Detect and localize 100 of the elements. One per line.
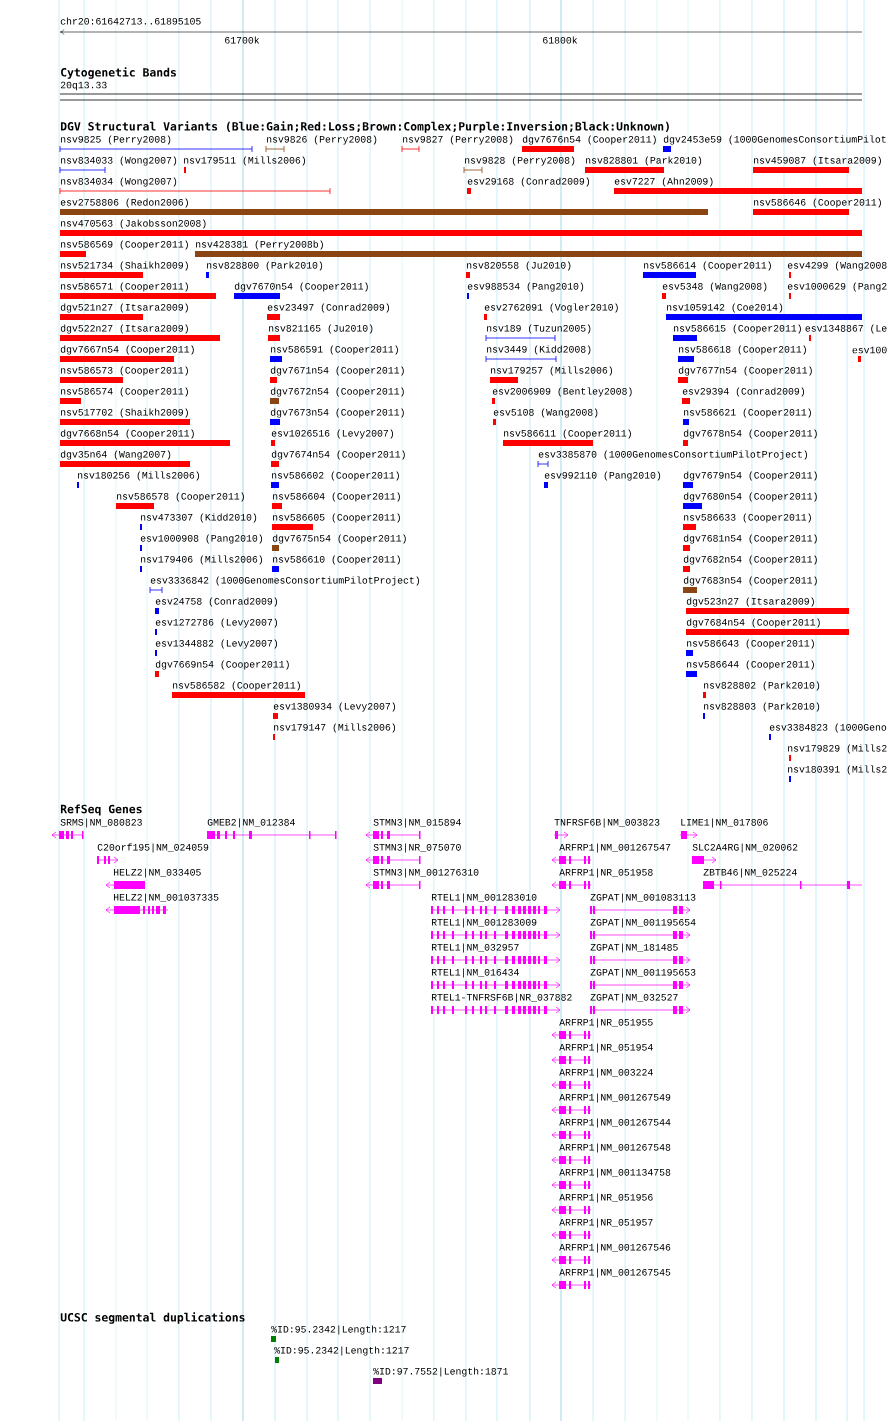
- gene-label: ARFRP1|NM_003224: [559, 1068, 653, 1078]
- variant-label: dgv7676n54 (Cooper2011): [522, 135, 656, 145]
- gene-label: SRMS|NM_080823: [60, 818, 142, 828]
- variant-label: nsv586569 (Cooper2011): [61, 240, 188, 250]
- gene-label: ARFRP1|NM_001267545: [559, 1268, 671, 1278]
- variant-label: esv29394 (Conrad2009): [682, 387, 805, 397]
- variant-label: nsv586615 (Cooper2011): [674, 324, 801, 334]
- variant-label: esv2006909 (Bentley2008): [492, 387, 632, 397]
- variant-label: dgv523n27 (Itsara2009): [686, 597, 814, 607]
- gene-label: TNFRSF6B|NM_003823: [554, 818, 660, 828]
- variant-label: esv5108 (Wang2008): [493, 408, 598, 418]
- variant-label: dgv7667n54 (Cooper2011): [60, 345, 194, 355]
- variant-label: nsv521734 (Shaikh2009): [61, 261, 188, 271]
- variant-label: nsv834034 (Wong2007): [61, 177, 177, 187]
- band-label: 20q13.33: [60, 81, 107, 91]
- gene-label: ARFRP1|NM_001267548: [559, 1143, 671, 1153]
- variant-label: esv2758806 (Redon2006): [60, 198, 188, 208]
- variant-label: nsv517702 (Shaikh2009): [61, 408, 188, 418]
- variant-label: nsv586573 (Cooper2011): [61, 366, 188, 376]
- variant-label: nsv459087 (Itsara2009): [754, 156, 881, 166]
- variant-label: nsv180391 (Mills2: [788, 765, 887, 775]
- gene-label: ARFRP1|NM_001267546: [559, 1243, 671, 1253]
- variant-label: dgv7675n54 (Cooper2011): [272, 534, 406, 544]
- variant-label: nsv9828 (Perry2008): [465, 156, 575, 166]
- variant-label: nsv586578 (Cooper2011): [117, 492, 244, 502]
- variant-label: esv1380934 (Levy2007): [273, 702, 396, 712]
- track-heading: Cytogenetic Bands: [61, 67, 176, 79]
- variant-label: nsv428381 (Perry2008b): [196, 240, 323, 250]
- gene-label: ZGPAT|NM_001195653: [590, 968, 696, 978]
- gene-label: ARFRP1|NM_001134758: [559, 1168, 671, 1178]
- variant-label: esv3336842 (1000GenomesConsortiumPilotProject): [150, 576, 420, 586]
- variant-label: nsv179147 (Mills2006): [274, 723, 396, 733]
- gene-label: GMEB2|NM_012384: [207, 818, 295, 828]
- gene-label: ARFRP1|NM_001267547: [559, 843, 671, 853]
- variant-label: esv988534 (Pang2010): [467, 282, 584, 292]
- variant-label: esv29168 (Conrad2009): [467, 177, 590, 187]
- variant-label: esv3384823 (1000Geno: [769, 723, 887, 733]
- variant-label: nsv586643 (Cooper2011): [687, 639, 814, 649]
- variant-label: nsv586614 (Cooper2011): [644, 261, 771, 271]
- gene-label: HELZ2|NM_033405: [113, 868, 201, 878]
- variant-label: nsv834033 (Wong2007): [61, 156, 177, 166]
- variant-label: dgv7668n54 (Cooper2011): [60, 429, 194, 439]
- variant-label: dgv7684n54 (Cooper2011): [686, 618, 820, 628]
- gene-label: ARFRP1|NR_051957: [559, 1218, 653, 1228]
- variant-label: nsv586646 (Cooper2011): [754, 198, 881, 208]
- gene-label: RTEL1|NM_032957: [431, 943, 519, 953]
- duplication-label: %ID:95.2342|Length:1217: [274, 1346, 409, 1356]
- track-heading: DGV Structural Variants (Blue:Gain;Red:Loss;Brown:Complex;Purple:Inversion;Black:Unknown): [60, 121, 669, 133]
- position-label: chr20:61642713..61895105: [60, 17, 201, 25]
- variant-label: nsv828802 (Park2010): [704, 681, 820, 691]
- variant-label: esv1272786 (Levy2007): [155, 618, 278, 628]
- variant-label: nsv179511 (Mills2006): [184, 156, 306, 166]
- variant-label: esv1026516 (Levy2007): [271, 429, 394, 439]
- variant-label: nsv586604 (Cooper2011): [273, 492, 400, 502]
- variant-label: nsv3449 (Kidd2008): [487, 345, 591, 355]
- variant-label: nsv586582 (Cooper2011): [173, 681, 300, 691]
- gene-label: ZGPAT|NM_181485: [590, 943, 678, 953]
- variant-label: nsv586621 (Cooper2011): [684, 408, 811, 418]
- variant-label: esv5348 (Wang2008): [662, 282, 767, 292]
- variant-label: esv100: [852, 346, 887, 354]
- gene-label: ARFRP1|NR_051958: [559, 868, 653, 878]
- variant-label: dgv7683n54 (Cooper2011): [683, 576, 817, 586]
- variant-label: nsv586618 (Cooper2011): [679, 345, 806, 355]
- gene-label: RTEL1|NM_001283010: [431, 893, 537, 903]
- variant-label: nsv820558 (Ju2010): [467, 261, 571, 271]
- variant-label: dgv522n27 (Itsara2009): [60, 324, 188, 334]
- gene-label: RTEL1|NM_001283009: [431, 918, 537, 928]
- variant-label: esv1348867 (Le: [805, 324, 887, 334]
- variant-label: nsv179829 (Mills2: [788, 744, 887, 754]
- variant-label: dgv7674n54 (Cooper2011): [271, 450, 405, 460]
- gene-label: C20orf195|NM_024059: [97, 843, 209, 853]
- variant-label: nsv179406 (Mills2006): [141, 555, 263, 565]
- variant-label: nsv189 (Tuzun2005): [487, 324, 591, 334]
- gene-label: STMN3|NM_015894: [373, 818, 461, 828]
- tick-label: 61800k: [543, 36, 578, 44]
- variant-label: dgv7682n54 (Cooper2011): [683, 555, 817, 565]
- variant-label: nsv586644 (Cooper2011): [687, 660, 814, 670]
- gene-label: RTEL1-TNFRSF6B|NR_037882: [431, 993, 572, 1003]
- variant-label: esv23497 (Conrad2009): [267, 303, 390, 313]
- duplication-label: %ID:95.2342|Length:1217: [271, 1325, 406, 1335]
- gene-label: ZGPAT|NM_032527: [590, 993, 678, 1003]
- variant-label: nsv828803 (Park2010): [704, 702, 820, 712]
- variant-label: dgv7673n54 (Cooper2011): [270, 408, 404, 418]
- variant-label: nsv828801 (Park2010): [586, 156, 702, 166]
- variant-label: esv1000908 (Pang2010): [140, 534, 263, 544]
- variant-label: dgv7670n54 (Cooper2011): [234, 282, 368, 292]
- variant-label: nsv1059142 (Coe2014): [667, 303, 783, 313]
- variant-label: dgv7679n54 (Cooper2011): [683, 471, 817, 481]
- track-heading: RefSeq Genes: [60, 804, 142, 816]
- variant-label: nsv586602 (Cooper2011): [272, 471, 399, 481]
- variant-label: nsv9827 (Perry2008): [403, 135, 513, 145]
- gene-label: ZGPAT|NM_001083113: [590, 893, 696, 903]
- variant-label: esv4299 (Wang2008: [787, 261, 887, 271]
- variant-label: esv2762091 (Vogler2010): [484, 303, 618, 313]
- variant-label: esv24758 (Conrad2009): [155, 597, 278, 607]
- variant-label: esv1000629 (Pang2: [787, 282, 887, 292]
- variant-label: dgv35n64 (Wang2007): [60, 450, 171, 460]
- variant-label: nsv9825 (Perry2008): [61, 135, 171, 145]
- variant-label: nsv586591 (Cooper2011): [271, 345, 398, 355]
- variant-label: nsv470563 (Jakobsson2008): [61, 219, 206, 229]
